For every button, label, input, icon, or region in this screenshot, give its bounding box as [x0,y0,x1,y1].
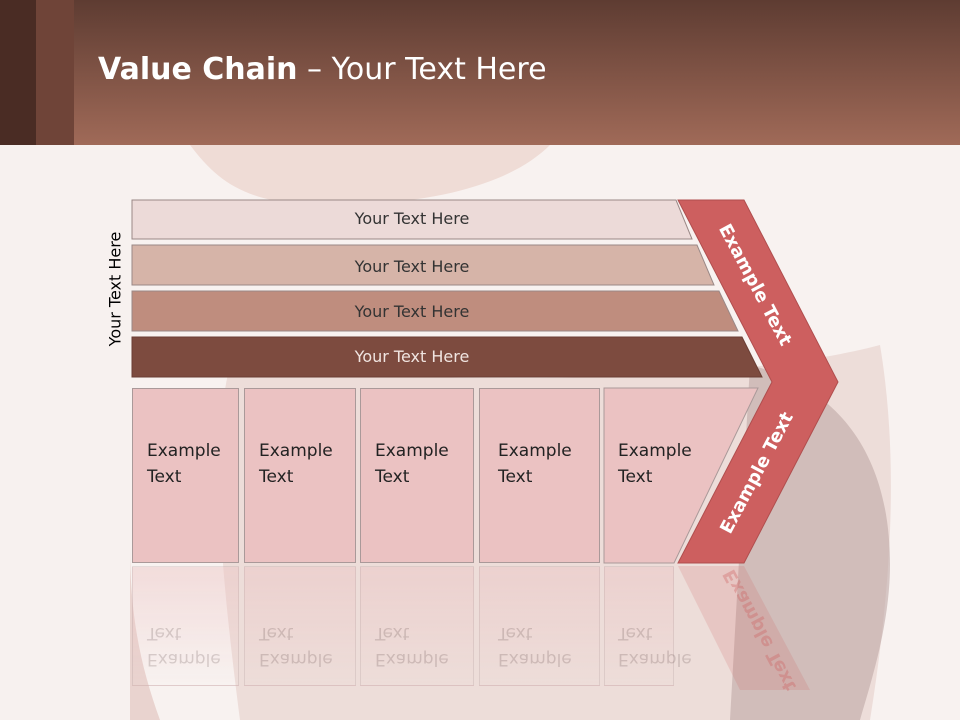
box-5-reflection [604,566,674,686]
activity-bar-1-label: Your Text Here [354,209,470,228]
box-2-reflection [244,566,356,686]
box-3-reflection-line-2: Text [375,623,410,643]
box-3-reflection-text: Example Text [375,620,449,672]
activity-bar-3-label: Your Text Here [354,302,470,321]
box-4-reflection-text: Example Text [498,620,572,672]
box-1-reflection [132,566,239,686]
primary-activity-box-1 [132,388,239,563]
slide-title-rest: – Your Text Here [297,52,547,87]
chevron-reflection [678,566,810,690]
chevron-arrow [677,199,839,564]
slide-title: Value Chain – Your Text Here [98,52,547,87]
activity-bar-3 [131,290,739,332]
box-3-line-1: Example [375,441,449,461]
box-1-line-2: Text [147,467,182,487]
box-1-reflection-text: Example Text [147,620,221,672]
activity-bar-4 [131,336,763,378]
box-2-reflection-line-2: Text [259,623,294,643]
box-3-line-2: Text [375,467,410,487]
box-2-reflection-text: Example Text [259,620,333,672]
header-banner: Value Chain – Your Text Here [0,0,960,145]
box-2-reflection-line-1: Example [259,649,333,669]
last-box-shape [603,387,759,564]
box-5-line-1: Example [618,441,692,461]
primary-activity-box-2 [244,388,356,563]
box-2-line-2: Text [259,467,294,487]
box-4-reflection-line-1: Example [498,649,572,669]
box-4-line-2: Text [498,467,533,487]
activity-bar-2 [131,244,715,286]
activity-bar-2-label: Your Text Here [354,257,470,276]
activity-bar-1 [131,199,693,240]
box-3-reflection [360,566,474,686]
activity-bar-4-label: Your Text Here [354,347,470,366]
box-5-reflection-text: Example Text [618,620,692,672]
primary-activity-box-3 [360,388,474,563]
box-4-reflection-line-2: Text [498,623,533,643]
box-5-reflection-line-1: Example [618,649,692,669]
slide-title-bold: Value Chain [98,52,298,87]
box-5-reflection-line-2: Text [618,623,653,643]
box-4-line-1: Example [498,441,572,461]
box-3-reflection-line-1: Example [375,649,449,669]
box-1-line-1: Example [147,441,221,461]
box-2-line-1: Example [259,441,333,461]
header-accent-dark [0,0,36,145]
primary-activity-box-4 [479,388,600,563]
box-5-line-2: Text [618,467,653,487]
header-accent-mid [36,0,74,145]
box-4-reflection [479,566,600,686]
box-1-reflection-line-2: Text [147,623,182,643]
box-1-reflection-line-1: Example [147,649,221,669]
